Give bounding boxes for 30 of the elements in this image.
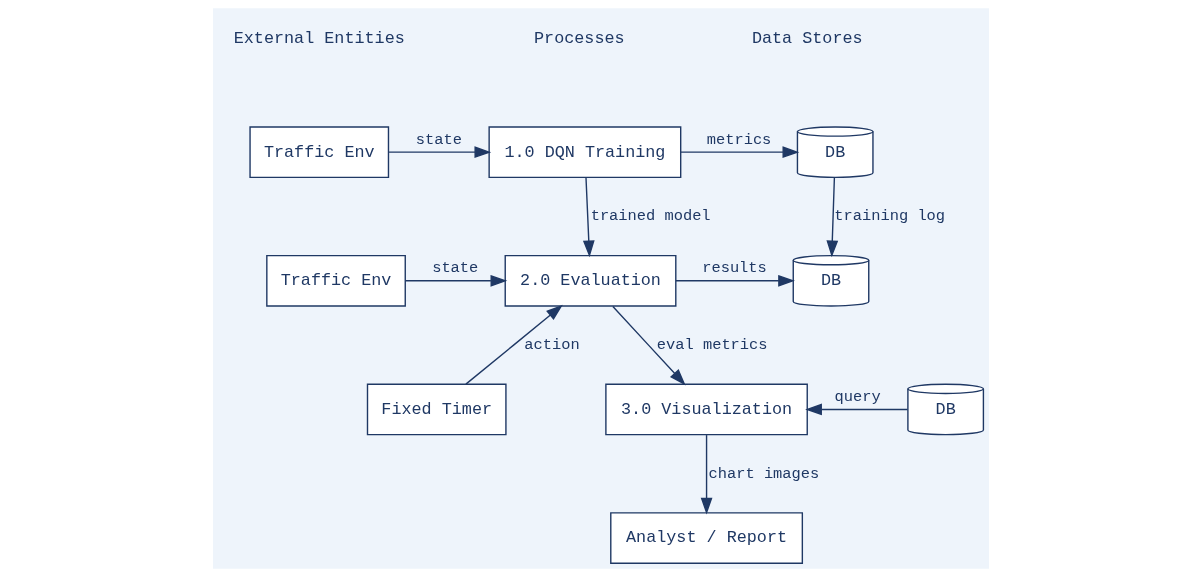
arrow xyxy=(675,274,795,287)
label: Data Stores xyxy=(751,29,863,49)
node-box: 3.0 Visualization xyxy=(605,383,808,436)
edge-label: metrics xyxy=(706,130,772,149)
arrow xyxy=(465,304,563,385)
arrow xyxy=(388,146,492,159)
edge-label: eval metrics xyxy=(656,336,768,355)
edge-label: state xyxy=(415,130,462,149)
node-box: Analyst / Report xyxy=(610,512,804,564)
node-box: Traffic Env xyxy=(249,126,390,179)
edge-label: action xyxy=(524,336,580,355)
edge-label: trained model xyxy=(590,207,711,226)
edge-label: training log xyxy=(834,207,946,226)
arrow xyxy=(404,274,508,287)
edge-label: results xyxy=(702,259,767,278)
node-box: Fixed Timer xyxy=(366,383,507,436)
node-box: 1.0 DQN Training xyxy=(488,126,682,179)
edge-label: chart images xyxy=(708,464,820,483)
edge-label: state xyxy=(432,259,479,278)
arrow xyxy=(582,177,595,258)
edge-label: query xyxy=(834,387,881,406)
node-box: Traffic Env xyxy=(266,254,406,307)
arrow xyxy=(700,434,713,515)
arrow xyxy=(805,403,909,416)
label: External Entities xyxy=(233,29,405,49)
node-box: 2.0 Evaluation xyxy=(504,254,677,307)
arrow xyxy=(612,305,686,386)
arrow xyxy=(680,146,800,159)
label: Processes xyxy=(534,29,625,49)
arrow xyxy=(826,177,839,258)
